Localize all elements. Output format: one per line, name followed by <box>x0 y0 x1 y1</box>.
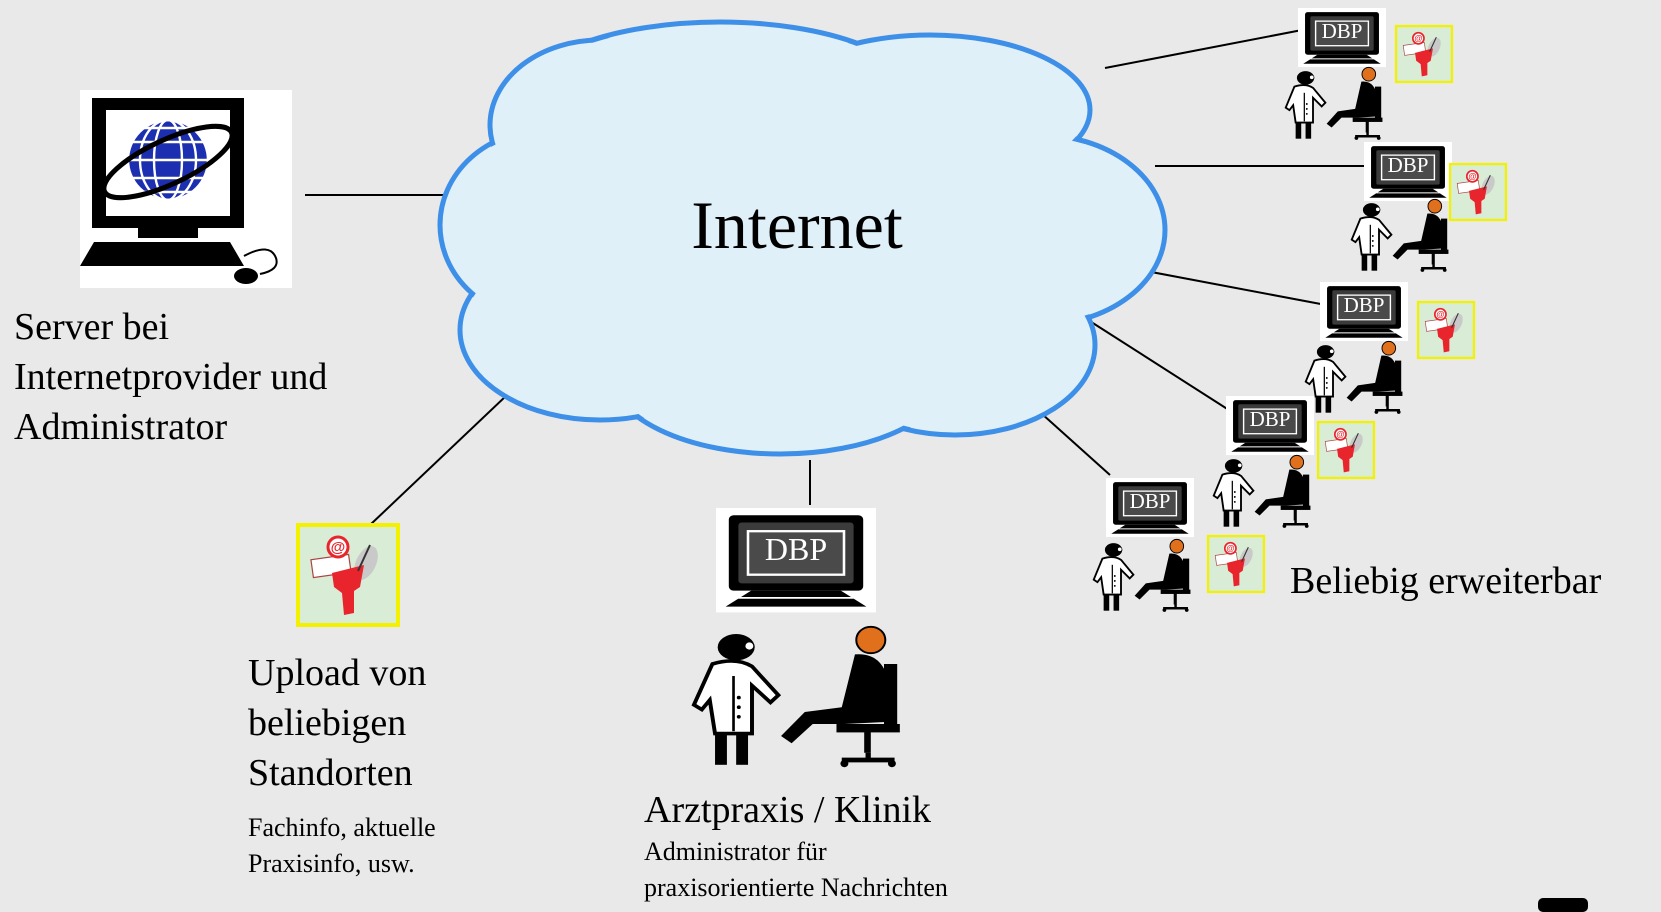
doctor-patient-icon <box>1350 198 1450 274</box>
practice-sublabel: Administrator für praxisorientierte Nach… <box>644 834 948 906</box>
server-label-line: Server bei <box>14 306 170 348</box>
client-monitor-label: DBP <box>1130 489 1171 513</box>
practice-monitor-label: DBP <box>765 531 827 567</box>
practice-title: Arztpraxis / Klinik <box>644 789 932 831</box>
corner-mark <box>1538 898 1588 912</box>
email-funnel-icon <box>1316 420 1376 480</box>
email-funnel-icon <box>1448 162 1508 222</box>
link-client-3 <box>1129 267 1327 306</box>
upload-sublabel: Fachinfo, aktuelle Praxisinfo, usw. <box>248 810 436 882</box>
clients-caption: Beliebig erweiterbar <box>1290 560 1602 602</box>
client-unit: DBP <box>1284 7 1454 142</box>
client-unit: DBP <box>1350 141 1508 274</box>
server-label: Server bei Internetprovider und Administ… <box>14 302 327 452</box>
practice-sublabel-line: Administrator für <box>644 837 827 866</box>
client-unit: DBP <box>1212 395 1376 530</box>
client-monitor-label: DBP <box>1250 407 1291 431</box>
server-label-line: Internetprovider und <box>14 356 328 398</box>
link-upload <box>369 377 526 526</box>
upload-sublabel-line: Praxisinfo, usw. <box>248 849 415 878</box>
upload-sublabel-line: Fachinfo, aktuelle <box>248 813 436 842</box>
client-unit: DBP <box>1092 477 1266 614</box>
server-label-line: Administrator <box>14 406 228 448</box>
doctor-patient-icon <box>694 627 900 767</box>
client-monitor-label: DBP <box>1388 153 1429 177</box>
upload-label-line: beliebigen <box>248 702 407 744</box>
email-funnel-icon <box>1394 24 1454 84</box>
client-monitor-label: DBP <box>1344 293 1385 317</box>
doctor-patient-icon <box>1092 538 1192 614</box>
client-unit: DBP <box>1304 281 1476 416</box>
computer-globe-icon <box>80 90 292 288</box>
upload-label-line: Upload von <box>248 652 427 694</box>
email-funnel-icon <box>1416 300 1476 360</box>
cloud-icon <box>437 19 1168 457</box>
email-funnel-icon <box>296 523 400 627</box>
upload-label: Upload von beliebigen Standorten <box>248 648 426 798</box>
link-client-1 <box>1104 29 1303 69</box>
connection-lines <box>305 29 1368 526</box>
cloud-label: Internet <box>691 187 903 263</box>
practice-sublabel-line: praxisorientierte Nachrichten <box>644 873 948 902</box>
doctor-patient-icon <box>1212 454 1312 530</box>
upload-label-line: Standorten <box>248 752 413 794</box>
email-funnel-icon <box>1206 534 1266 594</box>
doctor-patient-icon <box>1284 66 1384 142</box>
doctor-patient-icon <box>1304 340 1404 416</box>
link-client-4 <box>1084 317 1233 413</box>
client-monitor-label: DBP <box>1322 19 1363 43</box>
